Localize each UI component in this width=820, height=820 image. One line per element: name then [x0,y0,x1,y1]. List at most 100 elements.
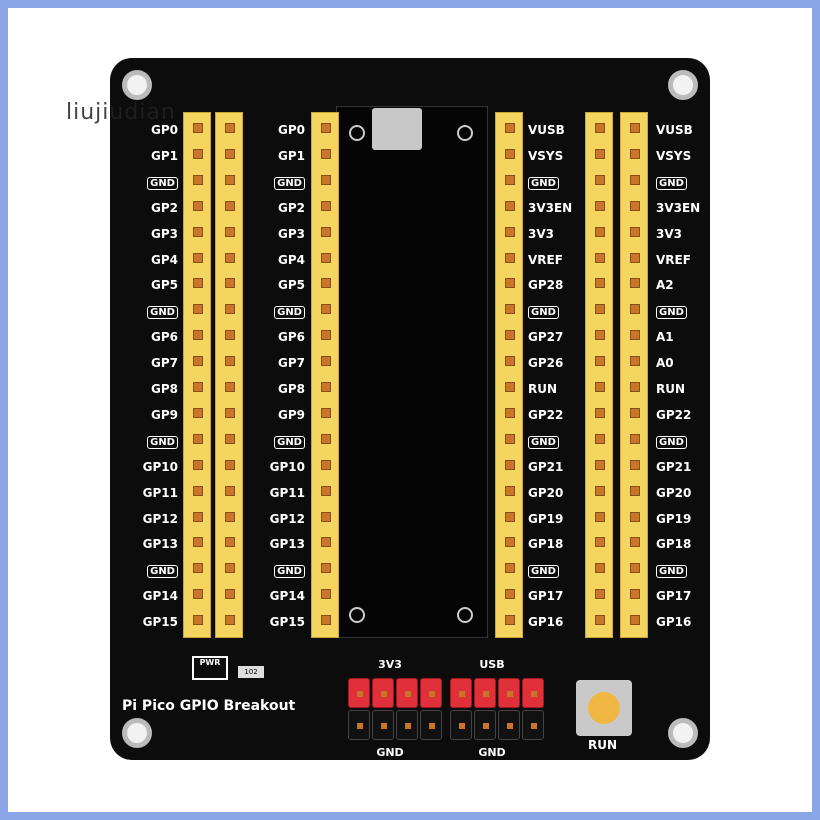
mounting-hole [668,70,698,100]
pin-label-text: GP16 [528,615,564,630]
pin [505,200,515,211]
pin [225,537,235,548]
pin-label-text: GP22 [528,407,564,422]
pin-label-text: GP11 [142,485,178,500]
pin [505,252,515,263]
power-header-pin [474,678,496,708]
gnd-header-label: GND [376,746,404,759]
pin-label: GP19 [528,511,563,527]
pin [225,148,235,159]
pin-label: GP20 [656,485,691,501]
mounting-hole [122,70,152,100]
watermark: liujiudian [66,100,176,125]
pin-label: GP12 [128,511,178,527]
pin [630,174,640,185]
pin [193,226,203,237]
pin-label-text: 3V3 [528,226,554,241]
mounting-hole [122,718,152,748]
pin [630,537,640,548]
pin-label: GP16 [656,614,691,630]
power-header-pin [348,710,370,740]
pwr-label: PWR [199,658,221,667]
pin-label-text: GP15 [269,615,305,630]
pin-label: GP3 [255,226,305,242]
pin [225,330,235,341]
pin-label-text: GP15 [142,615,178,630]
pin-label-text: GP13 [142,537,178,552]
pin-label-text: GND [656,565,687,579]
pin-label: GP0 [128,122,178,138]
power-header-pin [450,678,472,708]
pin-label: GP22 [528,407,563,423]
pin [225,511,235,522]
pin [505,433,515,444]
pin [193,589,203,600]
pin [321,615,331,626]
pin-label: VSYS [528,148,563,164]
pin-label: GP0 [255,122,305,138]
pin [321,123,331,133]
pin [630,148,640,159]
pin-label-text: GP20 [528,485,564,500]
pin-label-text: GP28 [528,278,564,293]
pin-label-text: GP0 [151,123,178,137]
pin-label-text: GP4 [151,252,178,267]
pin-label-text: GP16 [656,615,692,630]
pin [595,304,605,315]
pin-label: GP2 [255,200,305,216]
power-header-pin [450,710,472,740]
pin [595,123,605,133]
pin [321,407,331,418]
pin [225,459,235,470]
pin-label-text: GP8 [278,382,305,396]
pin-label-text: VSYS [528,148,564,163]
pin [595,330,605,341]
pin [193,407,203,418]
pin-label-text: GND [274,435,305,449]
pin [193,459,203,470]
pin [321,200,331,211]
power-header-pin [396,678,418,708]
pin [595,563,605,574]
pin [630,615,640,626]
pin-label-text: GP10 [269,459,305,474]
pin-label-text: GP17 [656,589,692,604]
pin-label: GND [528,433,559,449]
pin-label: GP4 [128,252,178,268]
pin-label: GP18 [656,536,691,552]
pin-label: GP17 [656,588,691,604]
pin-label-text: GND [274,565,305,579]
pin-label: GP9 [255,407,305,423]
pin [321,330,331,341]
pin-label-text: GP10 [142,459,178,474]
pin-label: GP19 [656,511,691,527]
pin-label: GP11 [128,485,178,501]
pin [321,278,331,289]
pin-header-strip [495,112,523,638]
pin [505,589,515,600]
pin-label: GP28 [528,277,563,293]
pin [321,485,331,496]
pin-header-strip [183,112,211,638]
pin-label-text: GND [656,176,687,190]
pin-label: GND [656,433,687,449]
pin-label: GP7 [128,355,178,371]
run-button[interactable] [576,680,632,736]
pin [321,252,331,263]
pin-label: 3V3EN [528,200,572,216]
pin [321,537,331,548]
pin [193,200,203,211]
pin-label: GP11 [255,485,305,501]
pin [595,356,605,367]
pin-label-text: 3V3 [656,226,682,241]
resistor: 102 [238,666,264,678]
pin-label-text: A1 [656,330,674,345]
pin [225,589,235,600]
pin-label-text: GP22 [656,407,692,422]
pin [193,148,203,159]
pin-label: RUN [528,381,557,397]
pin-label-text: GND [147,565,178,579]
pin-label: GP6 [255,329,305,345]
pin-label-text: GP19 [656,511,692,526]
pin-label-text: GP1 [151,148,178,163]
